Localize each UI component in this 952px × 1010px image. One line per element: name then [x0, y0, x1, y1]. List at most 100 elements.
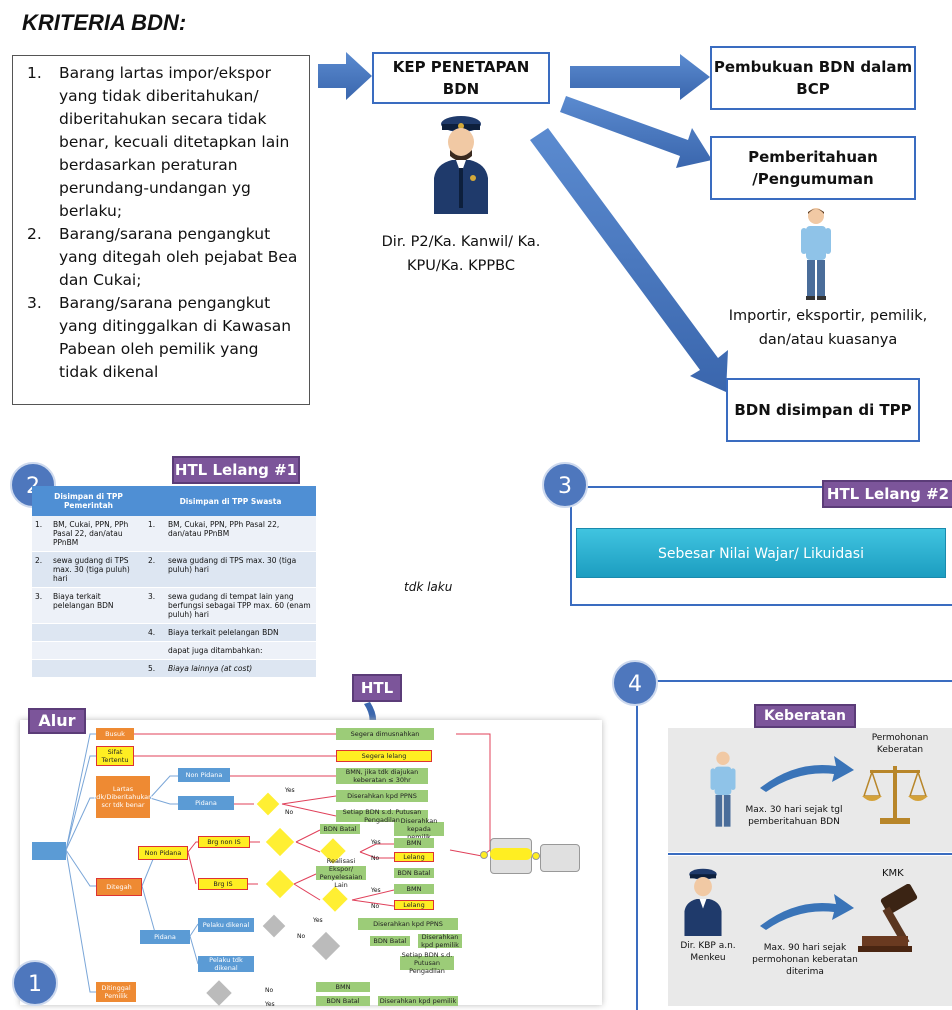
node-lelang-1: Lelang: [394, 852, 434, 862]
curved-arrow-icon: [760, 894, 854, 930]
label-no: No: [265, 987, 274, 994]
htl-label: HTL: [352, 674, 402, 702]
divider: [668, 853, 952, 855]
node-lelang-2: Lelang: [394, 900, 434, 910]
label-no: No: [297, 933, 306, 940]
criteria-item: 3. Barang/sarana pengangkut yang ditingga…: [19, 292, 301, 384]
node-setiap-bdn-2: Setiap BDN s.d. Putusan Pengadilan: [400, 951, 454, 975]
table-header: Disimpan di TPP Swasta: [144, 486, 316, 516]
node-bmn-jika: BMN, jika tdk diajukan keberatan ≤ 30hr: [336, 768, 428, 784]
criteria-text: Barang lartas impor/ekspor yang tidak di…: [59, 64, 290, 220]
node-sifat: Sifat Tertentu: [96, 746, 134, 766]
label-no: No: [371, 855, 380, 862]
kmk-caption: KMK: [882, 868, 904, 879]
step-3-panel: [570, 486, 952, 606]
label-yes: Yes: [285, 787, 295, 794]
alur-flowchart: Busuk Sifat Tertentu Lartas tdk/Diberita…: [20, 720, 602, 1008]
node-pidana-2: Pidana: [140, 930, 190, 944]
table-row: 1.BM, Cukai, PPN, PPh Pasal 22, dan/atau…: [32, 516, 316, 552]
node-pelaku-tdk: Pelaku tdk dikenal: [198, 956, 254, 972]
kep-caption: Dir. P2/Ka. Kanwil/ Ka. KPU/Ka. KPPBC: [381, 234, 541, 274]
node-brg-is: Brg IS: [198, 878, 248, 890]
node-diserahkan-pemilik-1: Diserahkan kepada pemilik: [394, 817, 444, 841]
node-ditinggal: Ditinggal Pemilik: [96, 982, 136, 1002]
label-yes: Yes: [371, 839, 381, 846]
alur-label: Alur: [28, 708, 86, 734]
label-yes: Yes: [313, 917, 323, 924]
node-bdn-batal-2: BDN Batal: [394, 868, 434, 878]
officer-icon: [434, 116, 488, 214]
step-4-circle: 4: [612, 660, 658, 706]
scale-icon: [862, 766, 928, 824]
kep-box: KEP PENETAPAN BDN: [372, 52, 550, 104]
summary-box-2: [540, 844, 580, 872]
officer-icon: [684, 868, 722, 936]
criteria-text: Barang/sarana pengangkut yang ditegah ol…: [59, 225, 298, 289]
node-brg-non-is: Brg non IS: [198, 836, 250, 848]
node-diserahkan-ppns-2: Diserahkan kpd PPNS: [358, 918, 458, 930]
node-realisasi: Realisasi Ekspor/ Penyelesaian Lain: [316, 857, 366, 889]
criteria-item: 2.Barang/sarana pengangkut yang ditegah …: [19, 223, 301, 292]
node-bdn-batal-3: BDN Batal: [370, 936, 410, 946]
node-nonpidana-1: Non Pidana: [178, 768, 230, 782]
node-bdn-batal-1: BDN Batal: [320, 824, 360, 834]
htl-lelang-2-label: HTL Lelang #2: [822, 480, 952, 508]
node-bdn-batal-4: BDN Batal: [316, 996, 370, 1006]
pemberitahuan-box: Pemberitahuan /Pengumuman: [710, 136, 916, 200]
keberatan-label: Keberatan: [754, 704, 856, 728]
node-lartas: Lartas tdk/Diberitahukan scr tdk benar: [94, 776, 152, 818]
pembukuan-box: Pembukuan BDN dalam BCP: [710, 46, 916, 110]
criteria-text: Barang/sarana pengangkut yang ditinggalk…: [59, 294, 292, 381]
criteria-box: 1. Barang lartas impor/ekspor yang tidak …: [12, 55, 310, 405]
node-bmn-2: BMN: [394, 884, 434, 894]
label-no: No: [371, 903, 380, 910]
node-pidana-1: Pidana: [178, 796, 234, 810]
htl-lelang-1-label: HTL Lelang #1: [172, 456, 300, 484]
page-title: KRITERIA BDN:: [22, 10, 187, 35]
max-90-caption: Max. 90 hari sejak permohonan keberatan …: [752, 943, 858, 977]
dir-kbp-caption: Dir. KBP a.n. Menkeu: [680, 941, 736, 963]
tdk-laku-label: tdk laku: [404, 580, 453, 594]
max-30-caption: Max. 30 hari sejak tgl pemberitahuan BDN: [745, 805, 843, 827]
table-row: 5.Biaya lainnya (at cost): [32, 659, 316, 678]
connector-dot: [532, 852, 540, 860]
summary-highlight: [490, 848, 532, 860]
arrow-to-pembukuan: [570, 54, 710, 100]
node-ditegah: Ditegah: [96, 878, 142, 896]
step-1-circle: 1: [12, 960, 58, 1006]
criteria-item: 1. Barang lartas impor/ekspor yang tidak …: [19, 62, 301, 223]
arrow-to-pemberitahuan: [560, 96, 712, 168]
disimpan-box: BDN disimpan di TPP: [726, 378, 920, 442]
node-bmn-1: BMN: [394, 838, 434, 848]
table-row: dapat juga ditambahkan:: [32, 641, 316, 660]
criteria-num: 3.: [27, 294, 42, 312]
person-icon: [801, 208, 831, 300]
label-no: No: [285, 809, 294, 816]
node-busuk: Busuk: [96, 728, 134, 740]
arrow-to-kep: [318, 52, 372, 100]
node-nonpidana-2: Non Pidana: [138, 846, 188, 860]
node-diserahkan-pemilik-2: Diserahkan kpd pemilik: [378, 996, 458, 1006]
flow-connectors: [65, 733, 540, 993]
label-yes: Yes: [265, 1001, 275, 1008]
gavel-icon: [858, 884, 918, 952]
label-yes: Yes: [371, 887, 381, 894]
top-arrows: [318, 52, 728, 392]
nilai-wajar-box: Sebesar Nilai Wajar/ Likuidasi: [576, 528, 946, 578]
node-bdn: [32, 842, 66, 860]
curved-arrow-icon: [760, 756, 854, 792]
node-diserahkan-kpd: Diserahkan kpd pemilik: [418, 933, 462, 949]
permohonan-caption: Permohonan Keberatan: [871, 733, 929, 755]
connector-dot: [480, 851, 488, 859]
node-segera-lelang: Segera lelang: [336, 750, 432, 762]
node-setiap-bdn: Setiap BDN s.d. Putusan Pengadilan: [336, 808, 428, 824]
htl-table: Disimpan di TPP Pemerintah Disimpan di T…: [32, 486, 316, 678]
table-header: Disimpan di TPP Pemerintah: [32, 486, 145, 516]
importir-caption: Importir, eksportir, pemilik, dan/atau k…: [728, 308, 928, 348]
step-3-circle: 3: [542, 462, 588, 508]
person-icon: [710, 751, 736, 827]
arrow-to-disimpan: [530, 128, 728, 392]
node-segera-musnah: Segera dimusnahkan: [336, 728, 434, 740]
criteria-num: 1.: [27, 64, 42, 82]
